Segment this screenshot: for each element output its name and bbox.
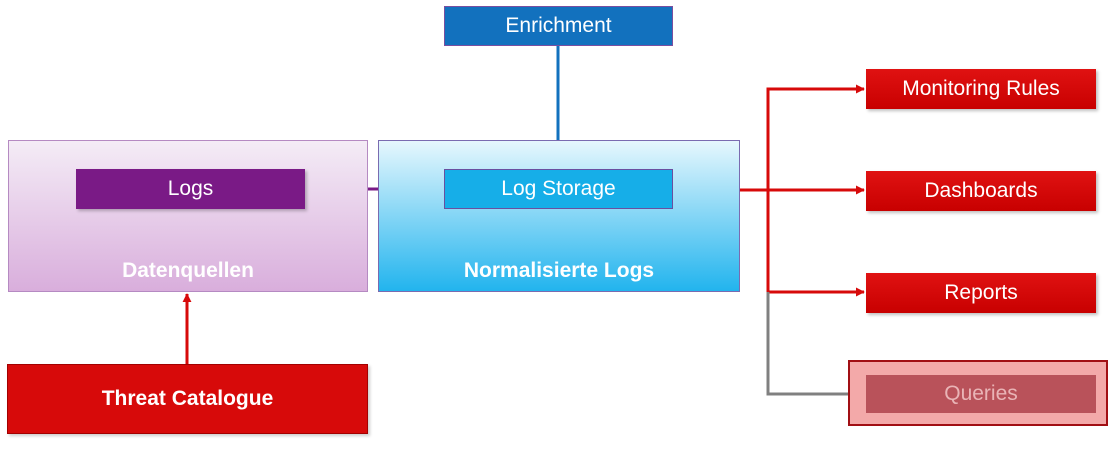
normalisierte-logs-group: Normalisierte Logs [378, 140, 740, 292]
logs-node[interactable]: Logs [76, 169, 305, 209]
dashboards-node[interactable]: Dashboards [866, 171, 1096, 211]
edge-log-storage-to-queries [766, 292, 865, 399]
threat-catalogue-node[interactable]: Threat Catalogue [7, 364, 368, 434]
reports-node[interactable]: Reports [866, 273, 1096, 313]
queries-node[interactable]: Queries [866, 375, 1096, 413]
enrichment-node[interactable]: Enrichment [444, 6, 673, 46]
edge-log-storage-to-reports [766, 190, 865, 297]
datenquellen-group: Datenquellen [8, 140, 368, 292]
datenquellen-label: Datenquellen [122, 259, 254, 282]
log-storage-node[interactable]: Log Storage [444, 169, 673, 209]
normalisierte-logs-label: Normalisierte Logs [463, 259, 655, 282]
edge-log-storage-to-monitoring-rules [766, 84, 865, 190]
monitoring-rules-node[interactable]: Monitoring Rules [866, 69, 1096, 109]
